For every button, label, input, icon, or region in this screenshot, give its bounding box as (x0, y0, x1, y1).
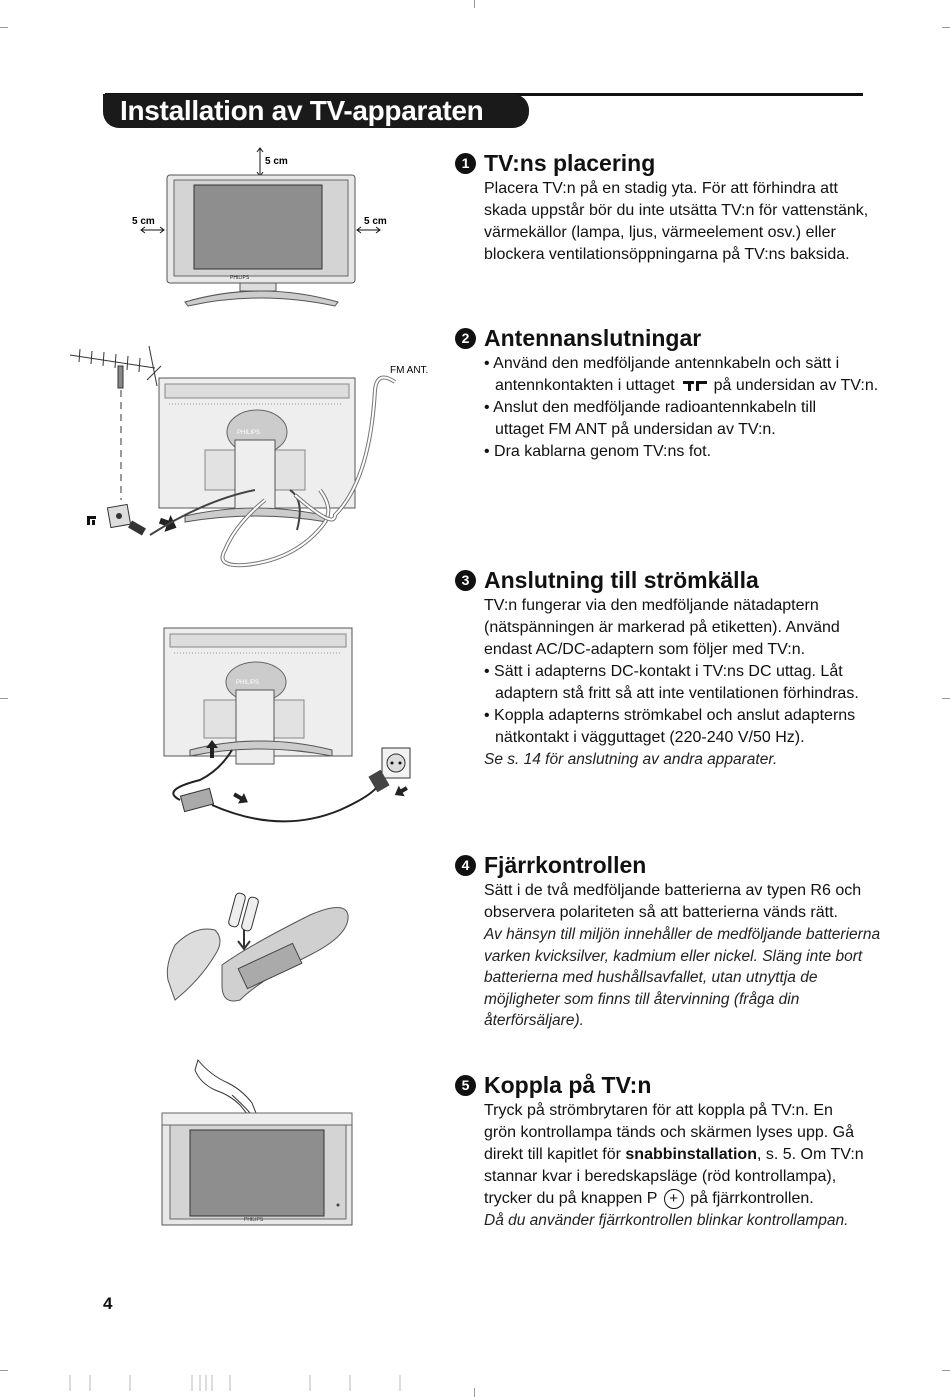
crop-mark (942, 698, 950, 699)
tv-power-on-illustration: PHILIPS (161, 1058, 353, 1226)
clearance-left-label: 5 cm (132, 216, 155, 227)
body-line: stannar kvar i beredskapsläge (röd kontr… (484, 1168, 837, 1185)
note-line: Då du använder fjärrkontrollen blinkar k… (484, 1212, 849, 1229)
clearance-top-label: 5 cm (265, 156, 288, 167)
body-line: värmekällor (lampa, ljus, värmeelement o… (484, 224, 836, 241)
section-power-on: 5 Koppla på TV:n Tryck på strömbrytaren … (455, 1070, 895, 1232)
bullet-text: • Sätt i adapterns DC-kontakt i TV:ns DC… (484, 663, 843, 680)
page-title-banner: Installation av TV-apparaten (103, 94, 529, 128)
fm-ant-label: FM ANT. (390, 365, 428, 376)
power-illustration: PHILIPS (163, 627, 411, 823)
section-title: Antennanslutningar (484, 324, 702, 351)
rear-brand-label: PHILIPS (236, 680, 259, 686)
bullet-text: antennkontakten i uttaget (495, 377, 675, 394)
body-text: på fjärrkontrollen. (690, 1190, 814, 1207)
body-line: grön kontrollampa tänds och skärmen lyse… (484, 1124, 854, 1141)
bullet-text: • Använd den medföljande antennkabeln oc… (484, 355, 840, 372)
body-line: TV:n fungerar via den medföljande nätada… (484, 597, 819, 614)
bullet-item: • Koppla adapterns strömkabel och anslut… (484, 705, 895, 749)
body-line: trycker du på knappen P + på fjärrkontro… (484, 1188, 895, 1210)
bullet-item: • Sätt i adapterns DC-kontakt i TV:ns DC… (484, 661, 895, 705)
tv-brand-label: PHILIPS (244, 1217, 264, 1223)
body-line: skada uppstår bör du inte utsätta TV:n f… (484, 202, 869, 219)
body-line: Sätt i de två medföljande batterierna av… (484, 882, 862, 899)
page-number: 4 (103, 1294, 113, 1313)
antenna-socket-icon (87, 516, 96, 525)
antenna-socket-icon (683, 380, 708, 391)
section-number: 5 (455, 1074, 476, 1096)
plus-circle-icon: + (663, 1188, 684, 1209)
antenna-illustration: PHILIPS FM ANT. (69, 345, 428, 568)
section-power: 3 Anslutning till strömkälla TV:n funger… (455, 565, 895, 771)
bullet-text: nätkontakt i vägguttaget (220-240 V/50 H… (495, 729, 805, 746)
body-line: blockera ventilationsöppningarna på TV:n… (484, 246, 850, 263)
battery-icon (228, 892, 259, 932)
bullet-text: • Koppla adapterns strömkabel och anslut… (484, 707, 856, 724)
note-line: Se s. 14 för anslutning av andra apparat… (484, 751, 778, 768)
section-number: 2 (455, 327, 476, 349)
crop-mark (0, 1370, 8, 1371)
body-text: , s. 5. Om TV:n (756, 1146, 864, 1163)
registration-marks (69, 1375, 401, 1391)
note-line: möjligheter som finns till återvinning (… (484, 990, 800, 1008)
body-line: observera polariteten så att batterierna… (484, 904, 838, 921)
body-line: direkt till kapitlet för snabbinstallati… (484, 1144, 895, 1166)
body-line: Placera TV:n på en stadig yta. För att f… (484, 180, 838, 197)
bullet-item: • Använd den medföljande antennkabeln oc… (484, 353, 895, 397)
section-title: TV:ns placering (484, 149, 656, 176)
bullet-text: • Anslut den medföljande radioantennkabe… (484, 399, 817, 416)
section-number: 4 (455, 854, 476, 876)
bullet-item: • Anslut den medföljande radioantennkabe… (484, 397, 895, 441)
page-title: Installation av TV-apparaten (120, 95, 484, 126)
bullet-item: • Dra kablarna genom TV:ns fot. (484, 441, 895, 463)
quick-install-link-text: snabbinstallation (625, 1146, 757, 1163)
body-line: Tryck på strömbrytaren för att koppla på… (484, 1102, 833, 1119)
crop-mark (0, 698, 8, 699)
section-number: 1 (455, 152, 476, 174)
crop-mark (942, 1370, 950, 1371)
tv-brand-label: PHILIPS (230, 275, 250, 281)
section-title: Fjärrkontrollen (484, 851, 647, 878)
remote-illustration (166, 892, 349, 1002)
note-line: varken kvicksilver, kadmium eller nickel… (484, 947, 863, 965)
section-antenna: 2 Antennanslutningar • Använd den medföl… (455, 323, 895, 463)
section-tv-placement: 1 TV:ns placering Placera TV:n på en sta… (455, 148, 895, 266)
bullet-text: • Dra kablarna genom TV:ns fot. (484, 443, 712, 460)
section-title: Anslutning till strömkälla (484, 566, 759, 593)
note-line: Av hänsyn till miljön innehåller de medf… (484, 926, 881, 943)
body-line: endast AC/DC-adaptern som följer med TV:… (484, 641, 806, 658)
rear-brand-label: PHILIPS (237, 430, 260, 436)
crop-mark (474, 0, 475, 8)
section-title: Koppla på TV:n (484, 1071, 652, 1098)
tv-placement-illustration: 5 cm 5 cm 5 cm PHILIPS (132, 147, 387, 307)
body-text: direkt till kapitlet för (484, 1146, 621, 1163)
bullet-text: på undersidan av TV:n. (713, 377, 879, 394)
bullet-text: adaptern stå fritt så att inte ventilati… (495, 685, 859, 702)
bullet-text: uttaget FM ANT på undersidan av TV:n. (495, 421, 776, 438)
crop-mark (474, 1388, 475, 1397)
crop-mark (0, 27, 8, 28)
body-line: (nätspänningen är markerad på etiketten)… (484, 619, 840, 636)
section-remote: 4 Fjärrkontrollen Sätt i de två medfölja… (455, 850, 895, 1032)
note-line: batterierna med hushållsavfallet, utan u… (484, 969, 818, 986)
crop-mark (942, 27, 950, 28)
clearance-right-label: 5 cm (364, 216, 387, 227)
section-number: 3 (455, 569, 476, 591)
body-text: trycker du på knappen P (484, 1190, 658, 1207)
note-line: återförsäljare). (484, 1012, 584, 1029)
